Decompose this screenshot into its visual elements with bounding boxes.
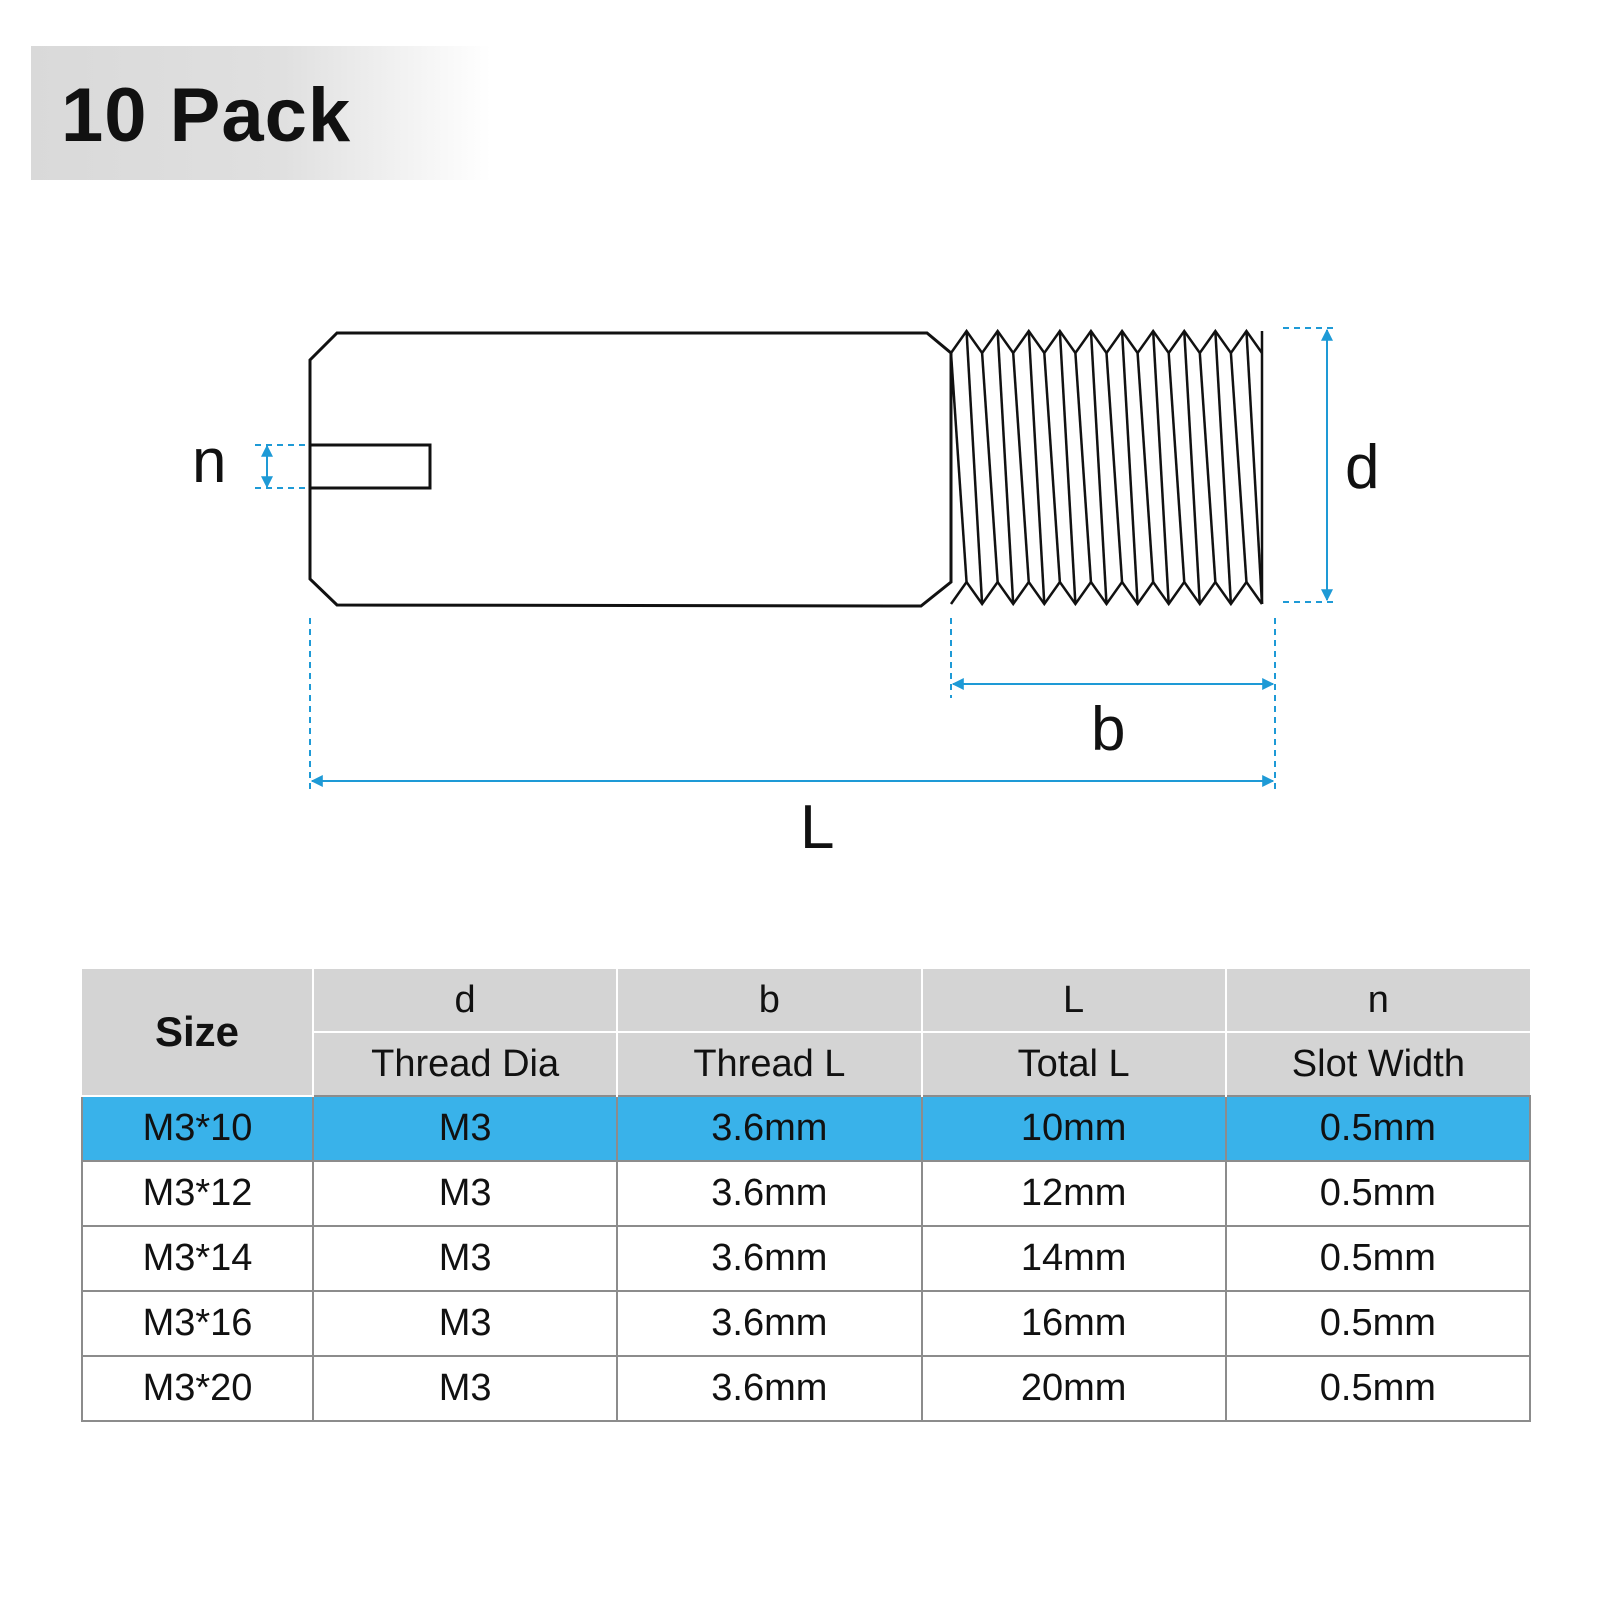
cell-total-l: 14mm bbox=[920, 1225, 1227, 1292]
cell-thread-dia: M3 bbox=[311, 1225, 619, 1292]
cell-total-l: 16mm bbox=[920, 1290, 1227, 1357]
label-b: b bbox=[1091, 695, 1125, 764]
cell-thread-dia: M3 bbox=[311, 1355, 619, 1422]
screw-threads bbox=[949, 328, 1264, 607]
thread-line bbox=[1043, 352, 1062, 583]
thread-line bbox=[965, 330, 984, 605]
cell-size: M3*20 bbox=[81, 1355, 314, 1422]
dimension-L bbox=[309, 618, 1275, 792]
cell-size: M3*14 bbox=[81, 1225, 314, 1292]
col-symbol-b: b bbox=[616, 969, 922, 1033]
thread-line bbox=[949, 352, 968, 583]
thread-line bbox=[1058, 330, 1077, 605]
cell-thread-l: 3.6mm bbox=[616, 1225, 923, 1292]
cell-thread-dia: M3 bbox=[311, 1290, 619, 1357]
thread-line bbox=[1136, 352, 1155, 583]
cell-thread-l: 3.6mm bbox=[616, 1290, 923, 1357]
col-symbol-n: n bbox=[1224, 969, 1530, 1033]
table-row: M3*20 M3 3.6mm 20mm 0.5mm bbox=[81, 1355, 1532, 1422]
label-L: L bbox=[800, 793, 834, 862]
table-row: M3*14 M3 3.6mm 14mm 0.5mm bbox=[81, 1225, 1532, 1292]
label-d: d bbox=[1345, 433, 1379, 502]
col-desc-thread-l: Thread L bbox=[616, 1032, 922, 1096]
cell-thread-dia: M3 bbox=[311, 1095, 619, 1162]
screw-body-outline bbox=[308, 331, 953, 608]
cell-total-l: 12mm bbox=[920, 1160, 1227, 1227]
thread-line bbox=[1167, 352, 1186, 583]
thread-line bbox=[1183, 330, 1202, 605]
thread-line bbox=[1027, 330, 1046, 605]
screw-slot bbox=[310, 443, 432, 490]
thread-line bbox=[1105, 352, 1124, 583]
cell-thread-l: 3.6mm bbox=[616, 1355, 923, 1422]
table-header-descriptions: Thread Dia Thread L Total L Slot Width bbox=[82, 1032, 1530, 1096]
cell-slot-width: 0.5mm bbox=[1224, 1355, 1532, 1422]
dimension-d bbox=[1283, 327, 1338, 603]
thread-line bbox=[996, 330, 1015, 605]
thread-line bbox=[1214, 330, 1233, 605]
dimension-b bbox=[950, 618, 1276, 792]
cell-slot-width: 0.5mm bbox=[1224, 1290, 1532, 1357]
page-title: 10 Pack bbox=[61, 73, 352, 158]
thread-line bbox=[1074, 352, 1093, 583]
cell-thread-dia: M3 bbox=[311, 1160, 619, 1227]
cell-total-l: 20mm bbox=[920, 1355, 1227, 1422]
thread-line bbox=[1089, 330, 1108, 605]
thread-line bbox=[980, 352, 999, 583]
thread-line bbox=[1198, 352, 1217, 583]
cell-slot-width: 0.5mm bbox=[1224, 1160, 1532, 1227]
screw-diagram: n d b L bbox=[192, 327, 1379, 862]
size-header: Size bbox=[82, 969, 313, 1097]
col-desc-slot-width: Slot Width bbox=[1224, 1032, 1530, 1096]
col-symbol-d: d bbox=[311, 969, 618, 1033]
cell-slot-width: 0.5mm bbox=[1224, 1225, 1532, 1292]
cell-thread-l: 3.6mm bbox=[616, 1160, 923, 1227]
table-row: M3*10 M3 3.6mm 10mm 0.5mm bbox=[81, 1095, 1532, 1162]
pack-banner: 10 Pack bbox=[31, 46, 491, 180]
cell-slot-width: 0.5mm bbox=[1224, 1095, 1532, 1162]
cell-size: M3*12 bbox=[81, 1160, 314, 1227]
col-desc-thread-dia: Thread Dia bbox=[311, 1032, 618, 1096]
thread-line bbox=[1120, 330, 1139, 605]
thread-line bbox=[1151, 330, 1170, 605]
cell-size: M3*16 bbox=[81, 1290, 314, 1357]
thread-line bbox=[1245, 330, 1264, 605]
dimension-n bbox=[255, 444, 310, 489]
cell-size: M3*10 bbox=[81, 1095, 314, 1162]
table-row: M3*12 M3 3.6mm 12mm 0.5mm bbox=[81, 1160, 1532, 1227]
col-symbol-L: L bbox=[920, 969, 1226, 1033]
label-n: n bbox=[192, 427, 226, 496]
col-desc-total-l: Total L bbox=[920, 1032, 1226, 1096]
spec-table: Size d b L n Thread Dia Thread L Total L… bbox=[81, 969, 1532, 1422]
table-header-symbols: Size d b L n bbox=[82, 969, 1530, 1097]
thread-line bbox=[1011, 352, 1030, 583]
cell-thread-l: 3.6mm bbox=[616, 1095, 923, 1162]
table-row: M3*16 M3 3.6mm 16mm 0.5mm bbox=[81, 1290, 1532, 1357]
thread-line bbox=[1229, 352, 1248, 583]
cell-total-l: 10mm bbox=[920, 1095, 1227, 1162]
